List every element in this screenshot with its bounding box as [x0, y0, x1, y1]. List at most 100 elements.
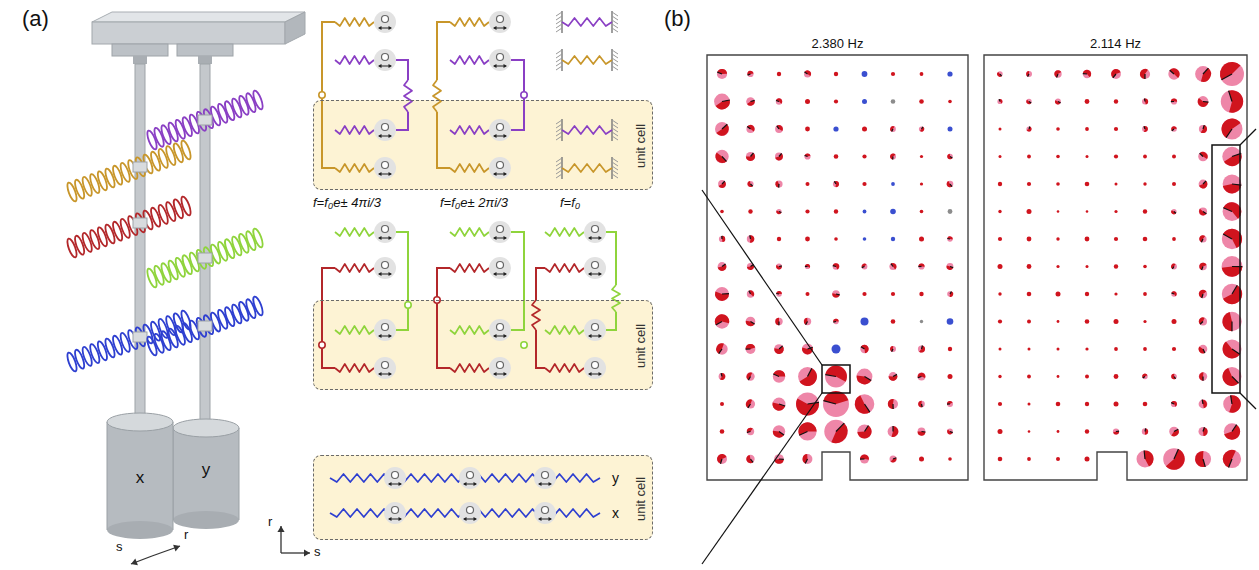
- mode-dot: [998, 210, 1001, 213]
- mode-pie: [775, 153, 783, 160]
- phase-line: [717, 72, 722, 74]
- arrow-head: [504, 272, 508, 276]
- wall-hatch: [556, 54, 562, 58]
- arrow-head: [599, 272, 603, 276]
- wall-hatch: [556, 136, 562, 140]
- arrow-head: [493, 26, 497, 30]
- mode-dot: [1027, 292, 1032, 297]
- phase-line: [1231, 322, 1232, 332]
- spring-collar: [198, 115, 212, 125]
- mode-pie: [1223, 342, 1240, 359]
- phase-line: [1200, 322, 1203, 325]
- mode-dot: [1114, 154, 1118, 158]
- mode-dot: [1114, 292, 1117, 295]
- mode-pie: [718, 264, 727, 271]
- phase-line: [716, 322, 722, 326]
- coupling-wire: [396, 60, 408, 80]
- mode-pie: [1223, 175, 1242, 194]
- mode-dot: [998, 182, 1002, 186]
- mode-pie: [747, 428, 753, 433]
- mode-dot: [919, 237, 924, 242]
- mode-pie: [1229, 90, 1244, 112]
- mode-dot: [1056, 265, 1059, 268]
- mode-pie: [1145, 98, 1149, 104]
- phase-line: [722, 181, 725, 184]
- phase-line: [721, 236, 722, 239]
- mode-pie: [746, 152, 755, 161]
- arrow-head: [599, 334, 603, 338]
- mode-pie: [833, 319, 838, 324]
- arrow-head: [599, 236, 603, 240]
- phase-line: [777, 126, 779, 129]
- phase-condition: f=f₀e± 4πi/3: [313, 196, 381, 211]
- mode-pie: [890, 346, 893, 352]
- mode-pie: [1171, 374, 1177, 380]
- spring-collar: [198, 253, 212, 263]
- mass-symbol: [384, 467, 406, 489]
- mode-pie: [1026, 100, 1031, 104]
- mode-pie: [1166, 449, 1185, 470]
- coil-spring: [134, 326, 147, 347]
- mode-dot: [998, 264, 1003, 269]
- mode-dot: [998, 457, 1003, 462]
- mass-pivot: [542, 507, 549, 514]
- phase-line: [1232, 285, 1237, 294]
- zoom-line: [702, 393, 822, 564]
- mode-pie: [776, 291, 782, 297]
- mode-pie: [947, 263, 954, 270]
- zoom-line: [702, 190, 822, 365]
- pendulum-mass: [173, 419, 239, 437]
- phase-line: [950, 432, 953, 433]
- phase-line: [1223, 208, 1232, 212]
- mass-name: x: [136, 468, 145, 488]
- mode-pie: [947, 429, 953, 435]
- mode-dot: [862, 154, 866, 158]
- mode-dot: [834, 72, 838, 76]
- mode-pie: [1171, 374, 1175, 380]
- mode-dot: [948, 127, 953, 132]
- mode-pie: [746, 344, 756, 349]
- mode-pie: [947, 401, 953, 404]
- mode-pie: [1198, 98, 1209, 107]
- mode-dot: [832, 345, 841, 354]
- mode-dot: [1085, 182, 1090, 187]
- mode-pie: [805, 264, 810, 269]
- mode-pie: [1224, 425, 1240, 440]
- mode-pie: [746, 344, 756, 354]
- mode-pie: [891, 263, 896, 269]
- arrow-head: [504, 172, 508, 176]
- phase-line: [834, 181, 836, 184]
- arrow-head: [493, 372, 497, 376]
- mass-label-box: x: [110, 466, 170, 490]
- arrow-head: [493, 334, 497, 338]
- mode-dot: [1114, 99, 1118, 103]
- phase-line: [833, 265, 836, 267]
- mode-pie: [1199, 235, 1206, 242]
- mode-dot: [1085, 99, 1090, 104]
- mode-dot: [1115, 183, 1118, 186]
- mode-pie: [918, 401, 922, 408]
- unit-cell-label: unit cell: [633, 124, 648, 168]
- mode-pie: [776, 209, 781, 214]
- mode-pie: [1142, 126, 1148, 132]
- mode-pie: [746, 399, 752, 407]
- phase-line: [862, 267, 865, 268]
- mode-pie: [805, 153, 811, 156]
- mode-pie: [1199, 290, 1207, 298]
- mode-pie: [1171, 291, 1176, 296]
- mode-dot: [1085, 402, 1089, 406]
- mode-pie: [1171, 264, 1177, 270]
- mode-pie: [798, 367, 817, 386]
- arrow-head: [277, 526, 284, 532]
- mode-dot: [1143, 347, 1147, 351]
- mode-pie: [1137, 451, 1154, 468]
- mass-pivot: [392, 507, 399, 514]
- mode-pie: [1140, 69, 1148, 79]
- mode-pie: [1171, 209, 1176, 214]
- mode-pie: [999, 99, 1002, 104]
- mode-dot: [862, 182, 866, 186]
- mode-dot: [1056, 457, 1060, 461]
- phase-line: [865, 426, 869, 432]
- mode-dot: [1056, 292, 1061, 297]
- mode-dot: [1027, 155, 1031, 159]
